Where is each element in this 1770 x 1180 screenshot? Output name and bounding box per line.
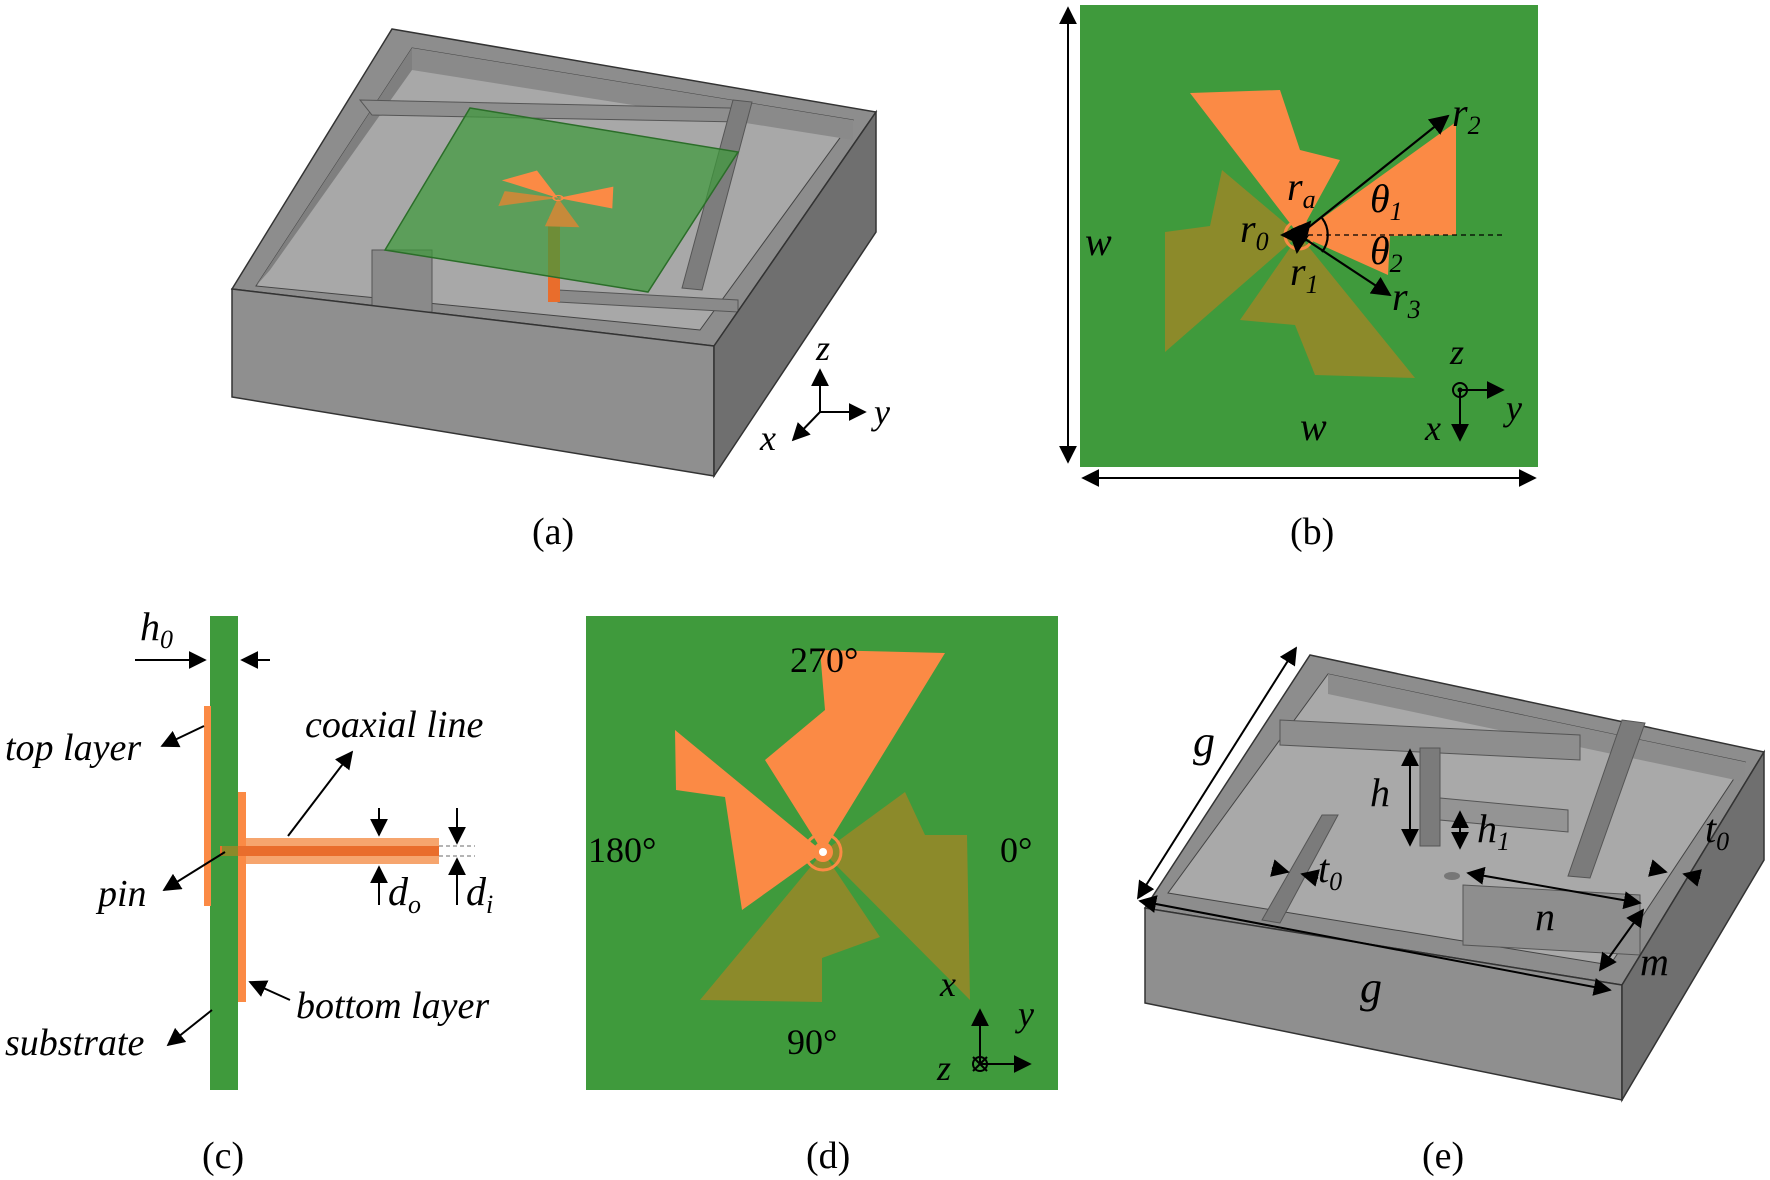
top-layer-c <box>204 706 211 906</box>
label-top-layer: top layer <box>5 727 141 769</box>
petal-b-bottom-left <box>1165 170 1299 352</box>
label-do: do <box>388 869 421 919</box>
label-di: di <box>466 869 493 919</box>
caption-d: (d) <box>806 1135 850 1177</box>
label-theta2: θ2 <box>1370 228 1403 278</box>
arrow-coax <box>287 750 354 837</box>
caption-c: (c) <box>202 1135 244 1177</box>
panel-b: w w r2 ra θ1 θ2 r0 r1 r3 z y x <box>1059 5 1538 487</box>
label-theta1: θ1 <box>1370 176 1403 226</box>
caption-e: (e) <box>1422 1135 1464 1177</box>
pin-c <box>222 846 238 856</box>
box-a-partition-right <box>681 99 753 291</box>
petal-d-bottom <box>700 852 880 1002</box>
label-0: 0° <box>1000 830 1032 870</box>
label-h0: h0 <box>140 604 173 654</box>
petal-d-right <box>823 792 970 1000</box>
label-w-horizontal: w <box>1300 404 1327 449</box>
label-h1: h1 <box>1477 806 1510 856</box>
axis-a-x: x <box>759 418 776 458</box>
axis-d-x: x <box>939 964 956 1004</box>
label-g-top: g <box>1193 717 1215 766</box>
axis-b-z-dot <box>1457 387 1463 393</box>
label-t0-left: t0 <box>1318 846 1342 896</box>
label-r3: r3 <box>1392 274 1421 324</box>
box-e-inner-wall-back <box>1328 674 1745 782</box>
label-pin: pin <box>95 873 147 915</box>
label-coaxial-line: coaxial line <box>305 704 483 746</box>
axes-a <box>791 368 867 442</box>
box-a-partition-front <box>371 249 433 313</box>
dim-g-bottom <box>1138 895 1612 996</box>
panel-e: g g h h1 t0 t0 n m <box>1137 646 1766 1103</box>
axes-d <box>971 1008 1032 1073</box>
axis-a-y: y <box>871 392 890 432</box>
arrow-bottom-layer <box>248 980 291 1001</box>
panel-d: 270° 180° 0° 90° x y z <box>586 616 1058 1090</box>
petal-d-left <box>675 730 823 910</box>
arrow-pin <box>162 851 226 891</box>
arrow-t0-left-a <box>1270 859 1290 877</box>
label-substrate: substrate <box>5 1022 144 1064</box>
label-r2: r2 <box>1452 90 1481 140</box>
axis-b-x: x <box>1424 408 1441 448</box>
panel-c: h0 top layer coaxial line pin do di bott… <box>5 604 493 1090</box>
petal-b-right <box>1299 122 1456 275</box>
label-h: h <box>1370 770 1390 815</box>
feed-hole-d <box>819 848 827 856</box>
feed-ring-d-outer <box>803 832 843 872</box>
axes-b <box>1451 381 1505 442</box>
label-m: m <box>1640 939 1669 984</box>
arc-theta <box>1321 217 1329 253</box>
caption-a: (a) <box>532 511 574 553</box>
axis-b-y: y <box>1503 388 1522 428</box>
arrow-substrate <box>166 1009 213 1047</box>
box-a-right-face <box>713 109 877 479</box>
arrow-top-layer <box>160 725 205 748</box>
arrow-r3 <box>1298 234 1392 297</box>
coax-inner-c <box>220 846 439 856</box>
panel-a: z y x <box>230 28 890 479</box>
label-ra: ra <box>1287 164 1316 214</box>
axis-d-z: z <box>936 1048 951 1088</box>
axis-d-y: y <box>1015 994 1034 1034</box>
arrow-r1 <box>1289 233 1309 254</box>
dim-n <box>1466 866 1642 910</box>
box-e-feed-hole <box>1444 872 1460 880</box>
arrow-t0-right-a <box>1648 859 1668 877</box>
label-n: n <box>1535 894 1555 939</box>
label-w-vertical: w <box>1085 219 1112 264</box>
patch-a <box>498 170 614 228</box>
arrow-ra <box>1290 220 1312 242</box>
label-t0-right: t0 <box>1705 806 1729 856</box>
caption-b: (b) <box>1290 511 1334 553</box>
dim-g-top <box>1137 646 1297 900</box>
petal-b-top <box>1190 90 1340 235</box>
label-bottom-layer: bottom layer <box>296 985 489 1027</box>
label-r0: r0 <box>1240 206 1269 256</box>
petal-b-bottom-right <box>1240 235 1415 378</box>
arrow-t0-left-b <box>1300 869 1320 887</box>
arrow-t0-right-b <box>1682 869 1702 887</box>
label-g-bottom: g <box>1360 963 1382 1012</box>
arrow-r2 <box>1298 114 1450 236</box>
petal-d-top <box>765 650 945 852</box>
box-e-partition-h1 <box>1439 797 1569 833</box>
label-270: 270° <box>790 640 858 680</box>
bottom-layer-c <box>238 792 246 1002</box>
box-e-right-face <box>1621 749 1765 1103</box>
label-180: 180° <box>588 830 656 870</box>
axis-b-z: z <box>1449 332 1464 372</box>
axis-a-z: z <box>815 328 830 368</box>
box-e-partition-h <box>1419 747 1441 847</box>
dim-m <box>1598 908 1645 972</box>
label-r1: r1 <box>1290 249 1319 299</box>
label-90: 90° <box>787 1022 837 1062</box>
